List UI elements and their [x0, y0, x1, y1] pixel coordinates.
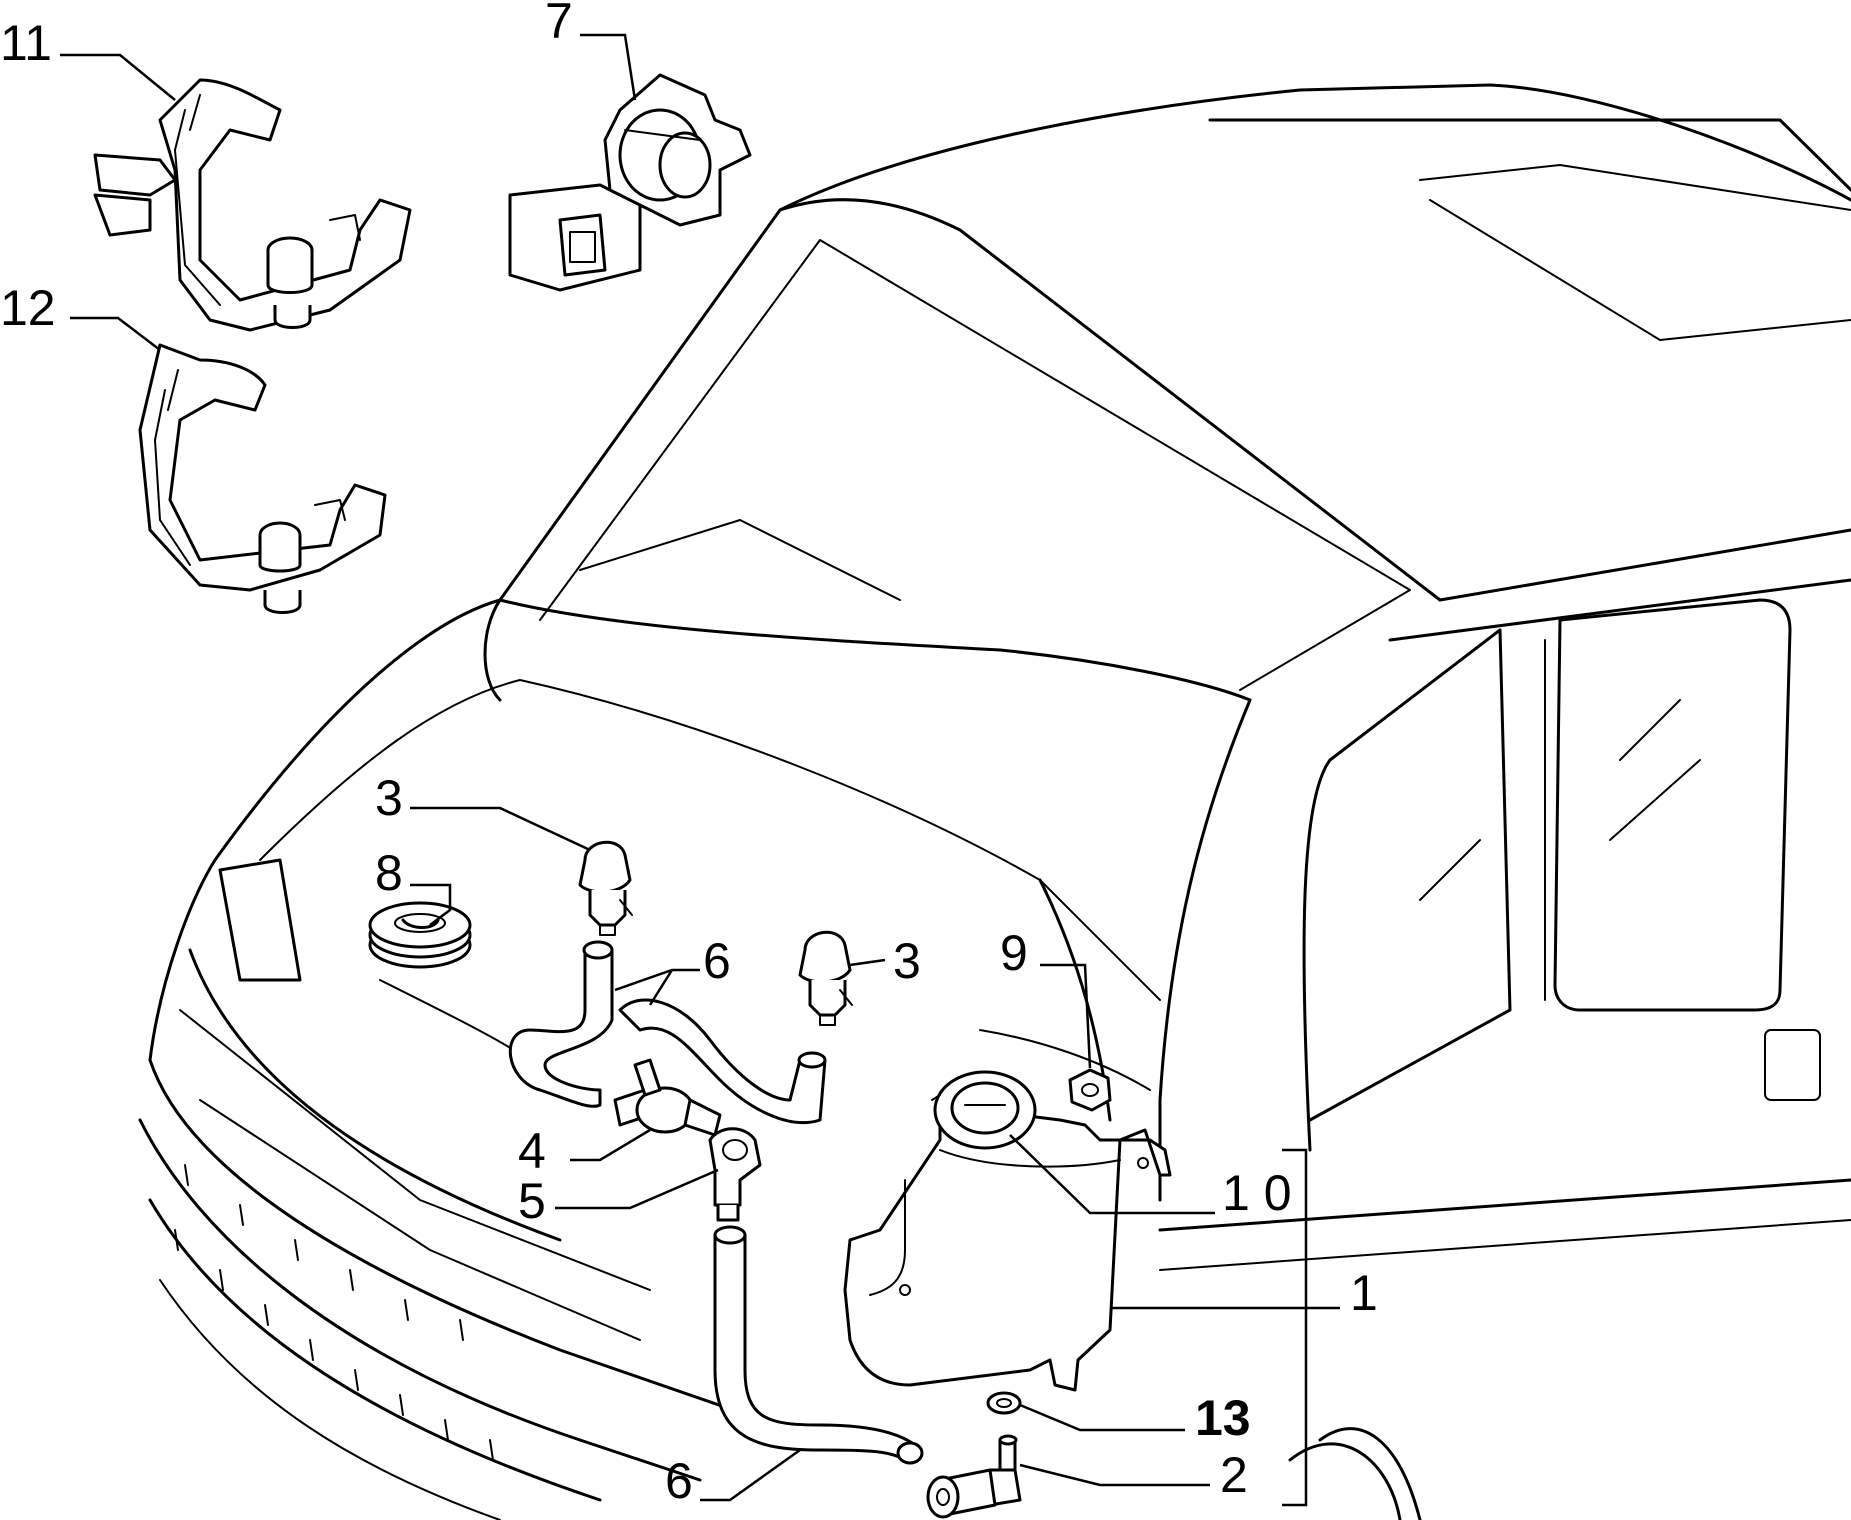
part-10-cap: [931, 1070, 1037, 1150]
callout-4: 4: [518, 1123, 546, 1179]
part-3-nozzle-left: [578, 840, 633, 936]
callout-7: 7: [545, 0, 573, 49]
callout-11: 11: [0, 15, 52, 71]
leader-lines: [60, 33, 1340, 1507]
part-12-bracket: [138, 343, 387, 614]
callout-10: 1 0: [1222, 1165, 1292, 1221]
callout-2: 2: [1220, 1447, 1248, 1503]
callout-6-upper: 6: [703, 933, 731, 989]
part-3-nozzle-right: [798, 930, 853, 1026]
part-9-nut: [1068, 1068, 1112, 1112]
callout-1: 1: [1350, 1265, 1378, 1321]
callout-labels: 11 12 7 3 8 6 3 9 4 5 1 0 1 13 2 6: [0, 0, 1378, 1509]
part-11-bracket: [93, 78, 412, 332]
part-13-seal: [986, 1391, 1022, 1415]
part-8-grommet: [368, 901, 472, 969]
part-7-connector: [508, 73, 752, 292]
part-1-reservoir: [843, 1113, 1172, 1392]
callout-5: 5: [518, 1173, 546, 1229]
part-6-hose-lower: [713, 1225, 924, 1465]
part-5-elbow: [708, 1127, 762, 1222]
part-4-valve: [613, 1058, 722, 1137]
part-2-pump: [926, 1434, 1022, 1519]
callout-12: 12: [0, 280, 56, 336]
callout-6-lower: 6: [665, 1453, 693, 1509]
callout-13: 13: [1195, 1390, 1251, 1446]
callout-3-left: 3: [375, 770, 403, 826]
vehicle-outline: [138, 83, 1851, 1520]
callout-9: 9: [1000, 925, 1028, 981]
part-6-hose-upper: [508, 940, 827, 1125]
callout-3-right: 3: [893, 933, 921, 989]
callout-8: 8: [375, 845, 403, 901]
